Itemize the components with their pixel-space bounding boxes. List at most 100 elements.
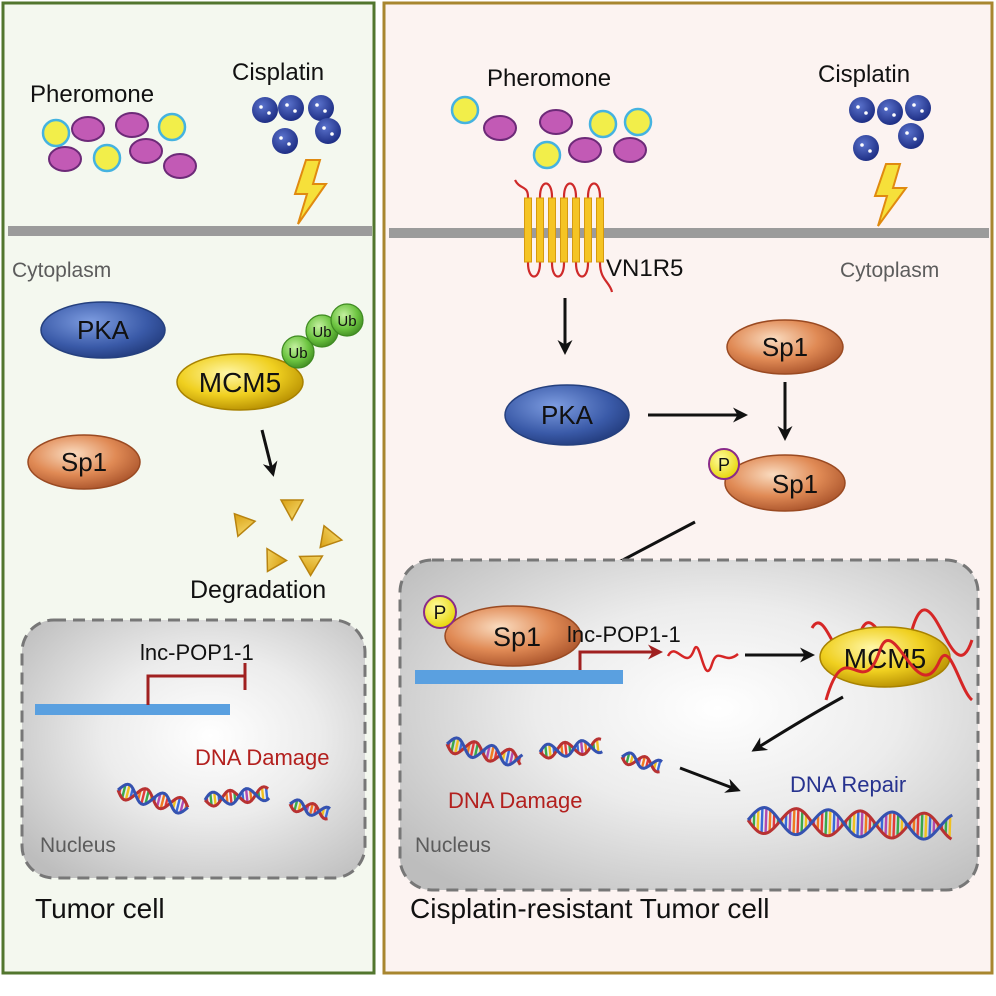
dna-base-pair (656, 760, 662, 773)
phospho-sp1-node: Sp1 P (708, 448, 846, 512)
nuclear-sp1-label: Sp1 (493, 622, 541, 652)
pka-label: PKA (77, 315, 130, 345)
cell-membrane (8, 226, 372, 236)
ubiquitin-label: Ub (337, 313, 356, 330)
dna-strand-b (538, 739, 603, 758)
pheromone-molecule-purple (163, 153, 197, 179)
dna-fragment (288, 798, 331, 821)
dna-base-pair (848, 816, 852, 831)
dna-base-pair (800, 811, 804, 833)
pheromone-molecule-purple (568, 137, 602, 163)
sp1-node: Sp1 (726, 319, 844, 375)
ubiquitin-label: Ub (312, 324, 331, 341)
pheromone-molecules (450, 95, 653, 170)
fragment-triangle (279, 499, 305, 522)
ubiquitin-label: Ub (288, 345, 307, 362)
phospho-sp1-ellipse (724, 454, 846, 512)
cisplatin-molecule (898, 123, 924, 149)
pka-ellipse (40, 301, 166, 359)
cisplatin-molecule (877, 99, 903, 125)
dna-base-pair (544, 745, 548, 758)
transmembrane-helix (572, 197, 580, 263)
sp1-ellipse (726, 319, 844, 375)
dna-base-pair (932, 819, 936, 834)
dna-strand-b (289, 798, 331, 817)
dna-base-pair (159, 793, 166, 810)
mcm5-label: MCM5 (844, 643, 926, 674)
dna-base-pair (244, 788, 249, 803)
dna-base-pair (916, 815, 920, 837)
degradation-label: Degradation (190, 576, 326, 604)
dna-base-pair (836, 815, 840, 831)
cisplatin-molecule (272, 128, 298, 154)
dna-fragment (203, 785, 271, 808)
arrow-mcm5-to-repair (751, 695, 844, 752)
dna-base-pair (764, 807, 768, 834)
dna-base-pair (563, 742, 568, 757)
cisplatin-molecule (849, 97, 875, 123)
dna-strand-b (203, 787, 271, 806)
cisplatin-label: Cisplatin (818, 61, 910, 88)
dna-strand-a (746, 807, 953, 841)
nucleus: lnc-POP1-1 DNA Damage Nucleus (20, 618, 367, 880)
dna-base-pair (912, 818, 916, 834)
lnc-label: lnc-POP1-1 (567, 622, 681, 647)
cell-type-label: Tumor cell (35, 893, 165, 924)
transcription-start-arrow (578, 644, 663, 670)
lightning-icon (293, 159, 328, 225)
dna-base-pair (804, 814, 808, 830)
cisplatin-molecule (853, 135, 879, 161)
dna-strand-a (288, 801, 328, 821)
dna-base-pair (213, 792, 217, 806)
ubiquitin-chain: Ub Ub Ub (281, 303, 364, 369)
dna-base-pair (473, 743, 479, 758)
cisplatin-molecule (308, 95, 334, 121)
dna-strand-b (746, 806, 954, 841)
dna-base-pair (948, 816, 952, 838)
sp1-node: Sp1 (27, 434, 141, 490)
dna-base-pair (140, 788, 147, 805)
sp1-label: Sp1 (61, 447, 107, 477)
pheromone-molecule-yellow (450, 95, 480, 125)
cisplatin-molecules (849, 95, 931, 161)
dna-base-pair (828, 810, 832, 836)
dna-base-pair (880, 817, 884, 832)
dna-base-pair (548, 744, 552, 758)
damaged-dna (116, 782, 331, 821)
ubiquitin-circle (330, 303, 364, 337)
dna-base-pair (856, 811, 860, 837)
dna-repair-label: DNA Repair (790, 772, 906, 797)
ubiquitin-circle (281, 335, 315, 369)
cisplatin-molecule (252, 97, 278, 123)
pheromone-molecule-yellow (588, 109, 618, 139)
dna-base-pair (264, 787, 269, 800)
phosphate-label: P (718, 455, 730, 475)
phosphate-circle (708, 448, 740, 480)
dna-base-pair (884, 813, 888, 836)
pka-label: PKA (541, 400, 594, 430)
nuclear-sp1-ellipse (444, 605, 582, 667)
arrow-mcm5-to-degradation (260, 429, 278, 477)
transmembrane-helix (524, 197, 532, 263)
sp1-ellipse (27, 434, 141, 490)
dna-base-pair (920, 813, 924, 839)
fragment-triangle (233, 512, 257, 538)
fragment-triangle (266, 547, 288, 573)
pheromone-molecule-purple (483, 115, 517, 141)
dna-base-pair (816, 815, 820, 830)
cell-type-label: Cisplatin-resistant Tumor cell (410, 893, 769, 924)
dna-base-pair (453, 738, 460, 755)
dna-fragment (538, 737, 603, 760)
transmembrane-helix (560, 197, 568, 263)
dna-base-pair (824, 809, 828, 836)
pheromone-molecules (41, 112, 197, 179)
dna-base-pair (308, 803, 314, 816)
dna-base-pair (900, 818, 904, 833)
dna-base-pair (260, 787, 265, 801)
pheromone-molecule-purple (613, 137, 647, 163)
dna-base-pair (892, 812, 896, 838)
pheromone-molecule-purple (48, 146, 82, 172)
arrow-damage-to-repair (679, 766, 741, 793)
receptor-label: VN1R5 (606, 255, 683, 282)
degradation-fragments (233, 499, 344, 577)
